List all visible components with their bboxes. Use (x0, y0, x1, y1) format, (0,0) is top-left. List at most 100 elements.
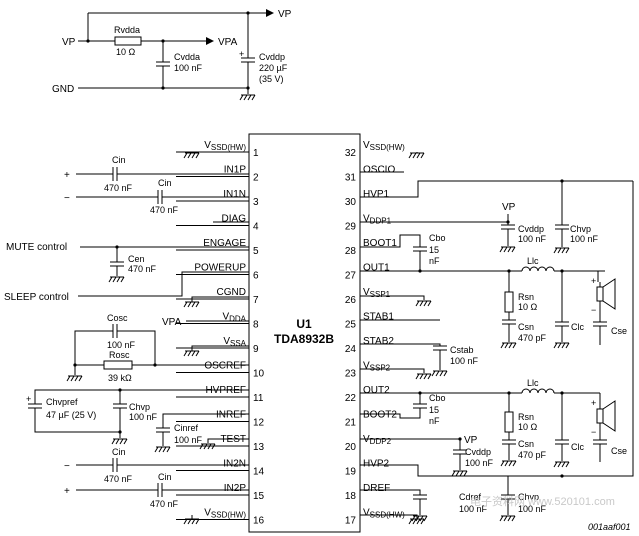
mute-control-label: MUTE control (6, 242, 67, 253)
pin-12-label: INREF (216, 410, 246, 421)
pin-29-label: VDDP1 (363, 214, 392, 226)
cin4-value: 470 nF (150, 499, 179, 509)
rvdda-name: Rvdda (114, 25, 140, 35)
clc2-name: Clc (571, 442, 584, 452)
pin-22-label: OUT2 (363, 385, 390, 396)
cbo1-value-b: nF (429, 256, 440, 266)
cstab-name: Cstab (450, 345, 474, 355)
pin-5-label: ENGAGE (203, 238, 246, 249)
pin-24-label: STAB2 (363, 336, 394, 347)
cosc-value: 100 nF (107, 340, 136, 350)
right-circuitry: Chvp 100 nF VP Cvddp 100 nF Cbo 15 nF Ll… (360, 152, 634, 525)
llc1-inductor (521, 266, 555, 272)
rvdda-resistor (114, 36, 142, 46)
pin-32-label: VSSD(HW) (363, 140, 405, 152)
cin2-value: 470 nF (150, 205, 179, 215)
rosc-name: Rosc (109, 350, 130, 360)
cbo2-name: Cbo (429, 393, 446, 403)
clc1-name: Clc (571, 322, 584, 332)
pin-23-label: VSSP2 (363, 361, 391, 373)
cvddp-name: Cvddp (259, 52, 285, 62)
cbo1-name: Cbo (429, 233, 446, 243)
csn1-name: Csn (518, 322, 534, 332)
ic-body (248, 133, 361, 533)
pin-31-label: OSCIO (363, 165, 395, 176)
pin-27-label: OUT1 (363, 263, 390, 274)
csn2-name: Csn (518, 439, 534, 449)
llc2-name: Llc (527, 378, 539, 388)
cse2-name: Cse (611, 446, 627, 456)
pin-31-number: 31 (345, 173, 357, 184)
cen-name: Cen (128, 254, 145, 264)
cin3-name: Cin (112, 447, 126, 457)
cbo2-value-a: 15 (429, 405, 439, 415)
pin-16-label: VSSD(HW) (204, 508, 246, 520)
spk2-minus: − (591, 427, 596, 437)
in2n-minus: − (64, 461, 70, 472)
rsn1-value: 10 Ω (518, 302, 538, 312)
pin-20-label: VDDP2 (363, 434, 392, 446)
pin-1-label: VSSD(HW) (204, 140, 246, 152)
in1p-plus: + (64, 170, 70, 181)
chvpref-name: Chvpref (46, 397, 78, 407)
pin-27-number: 27 (345, 271, 357, 282)
cin3-value: 470 nF (104, 474, 133, 484)
chvp-left-name: Chvp (129, 402, 150, 412)
rsn2-value: 10 Ω (518, 422, 538, 432)
vp-input-label: VP (62, 37, 76, 48)
chvp-bottom-value: 100 nF (518, 504, 547, 514)
pin-21-number: 21 (345, 418, 357, 429)
pin-16-number: 16 (253, 516, 265, 527)
pin-2-number: 2 (253, 173, 259, 184)
cvdda-name: Cvdda (174, 52, 200, 62)
pin-19-number: 19 (345, 467, 357, 478)
llc1-name: Llc (527, 256, 539, 266)
cin1-value: 470 nF (104, 183, 133, 193)
cvddp2-name: Cvddp (465, 447, 491, 457)
pin-24-number: 24 (345, 344, 357, 355)
rsn2-name: Rsn (518, 412, 534, 422)
vp-right-top-label: VP (502, 202, 516, 213)
pin-17-label: VSSD(HW) (363, 508, 405, 520)
pin-15-number: 15 (253, 491, 265, 502)
pin-20-number: 20 (345, 442, 357, 453)
pin-14-label: IN2N (223, 459, 246, 470)
pin-7-number: 7 (253, 295, 259, 306)
chvpref-plus: + (26, 394, 31, 404)
rsn1-name: Rsn (518, 292, 534, 302)
cvddp2-value: 100 nF (465, 458, 494, 468)
cinref-name: Cinref (174, 423, 199, 433)
pin-30-number: 30 (345, 197, 357, 208)
left-pin-group: VSSD(HW)1IN1P2IN1N3DIAG4ENGAGE5POWERUP6C… (176, 140, 265, 527)
pin-5-number: 5 (253, 246, 259, 257)
pin-3-label: IN1N (223, 189, 246, 200)
spk1-plus: + (591, 276, 596, 286)
pin-30-label: HVP1 (363, 189, 390, 200)
pin-3-number: 3 (253, 197, 259, 208)
cinref-value: 100 nF (174, 435, 203, 445)
vp-top-label: VP (278, 9, 292, 20)
cin2-name: Cin (158, 178, 172, 188)
right-pin-group: VSSD(HW)32OSCIO31HVP130VDDP129BOOT128OUT… (345, 140, 405, 527)
in2p-plus: + (64, 486, 70, 497)
pin-7-label: CGND (217, 287, 246, 298)
rsn1-resistor (504, 291, 514, 313)
pin-4-label: DIAG (222, 214, 247, 225)
pin-8-number: 8 (253, 320, 259, 331)
pin-25-label: STAB1 (363, 312, 394, 323)
pin-13-number: 13 (253, 442, 265, 453)
pin-22-number: 22 (345, 393, 357, 404)
cstab-value: 100 nF (450, 356, 479, 366)
pin-1-number: 1 (253, 148, 259, 159)
cin4-name: Cin (158, 472, 172, 482)
pin-28-label: BOOT1 (363, 238, 397, 249)
speaker-1: + − (591, 276, 616, 315)
pin-18-number: 18 (345, 491, 357, 502)
figure-code: 001aaf001 (588, 522, 631, 532)
vpa-pin-label: VPA (162, 317, 182, 328)
pin-6-label: POWERUP (194, 263, 246, 274)
vp-right-bottom-label: VP (464, 435, 478, 446)
pin-32-number: 32 (345, 148, 357, 159)
